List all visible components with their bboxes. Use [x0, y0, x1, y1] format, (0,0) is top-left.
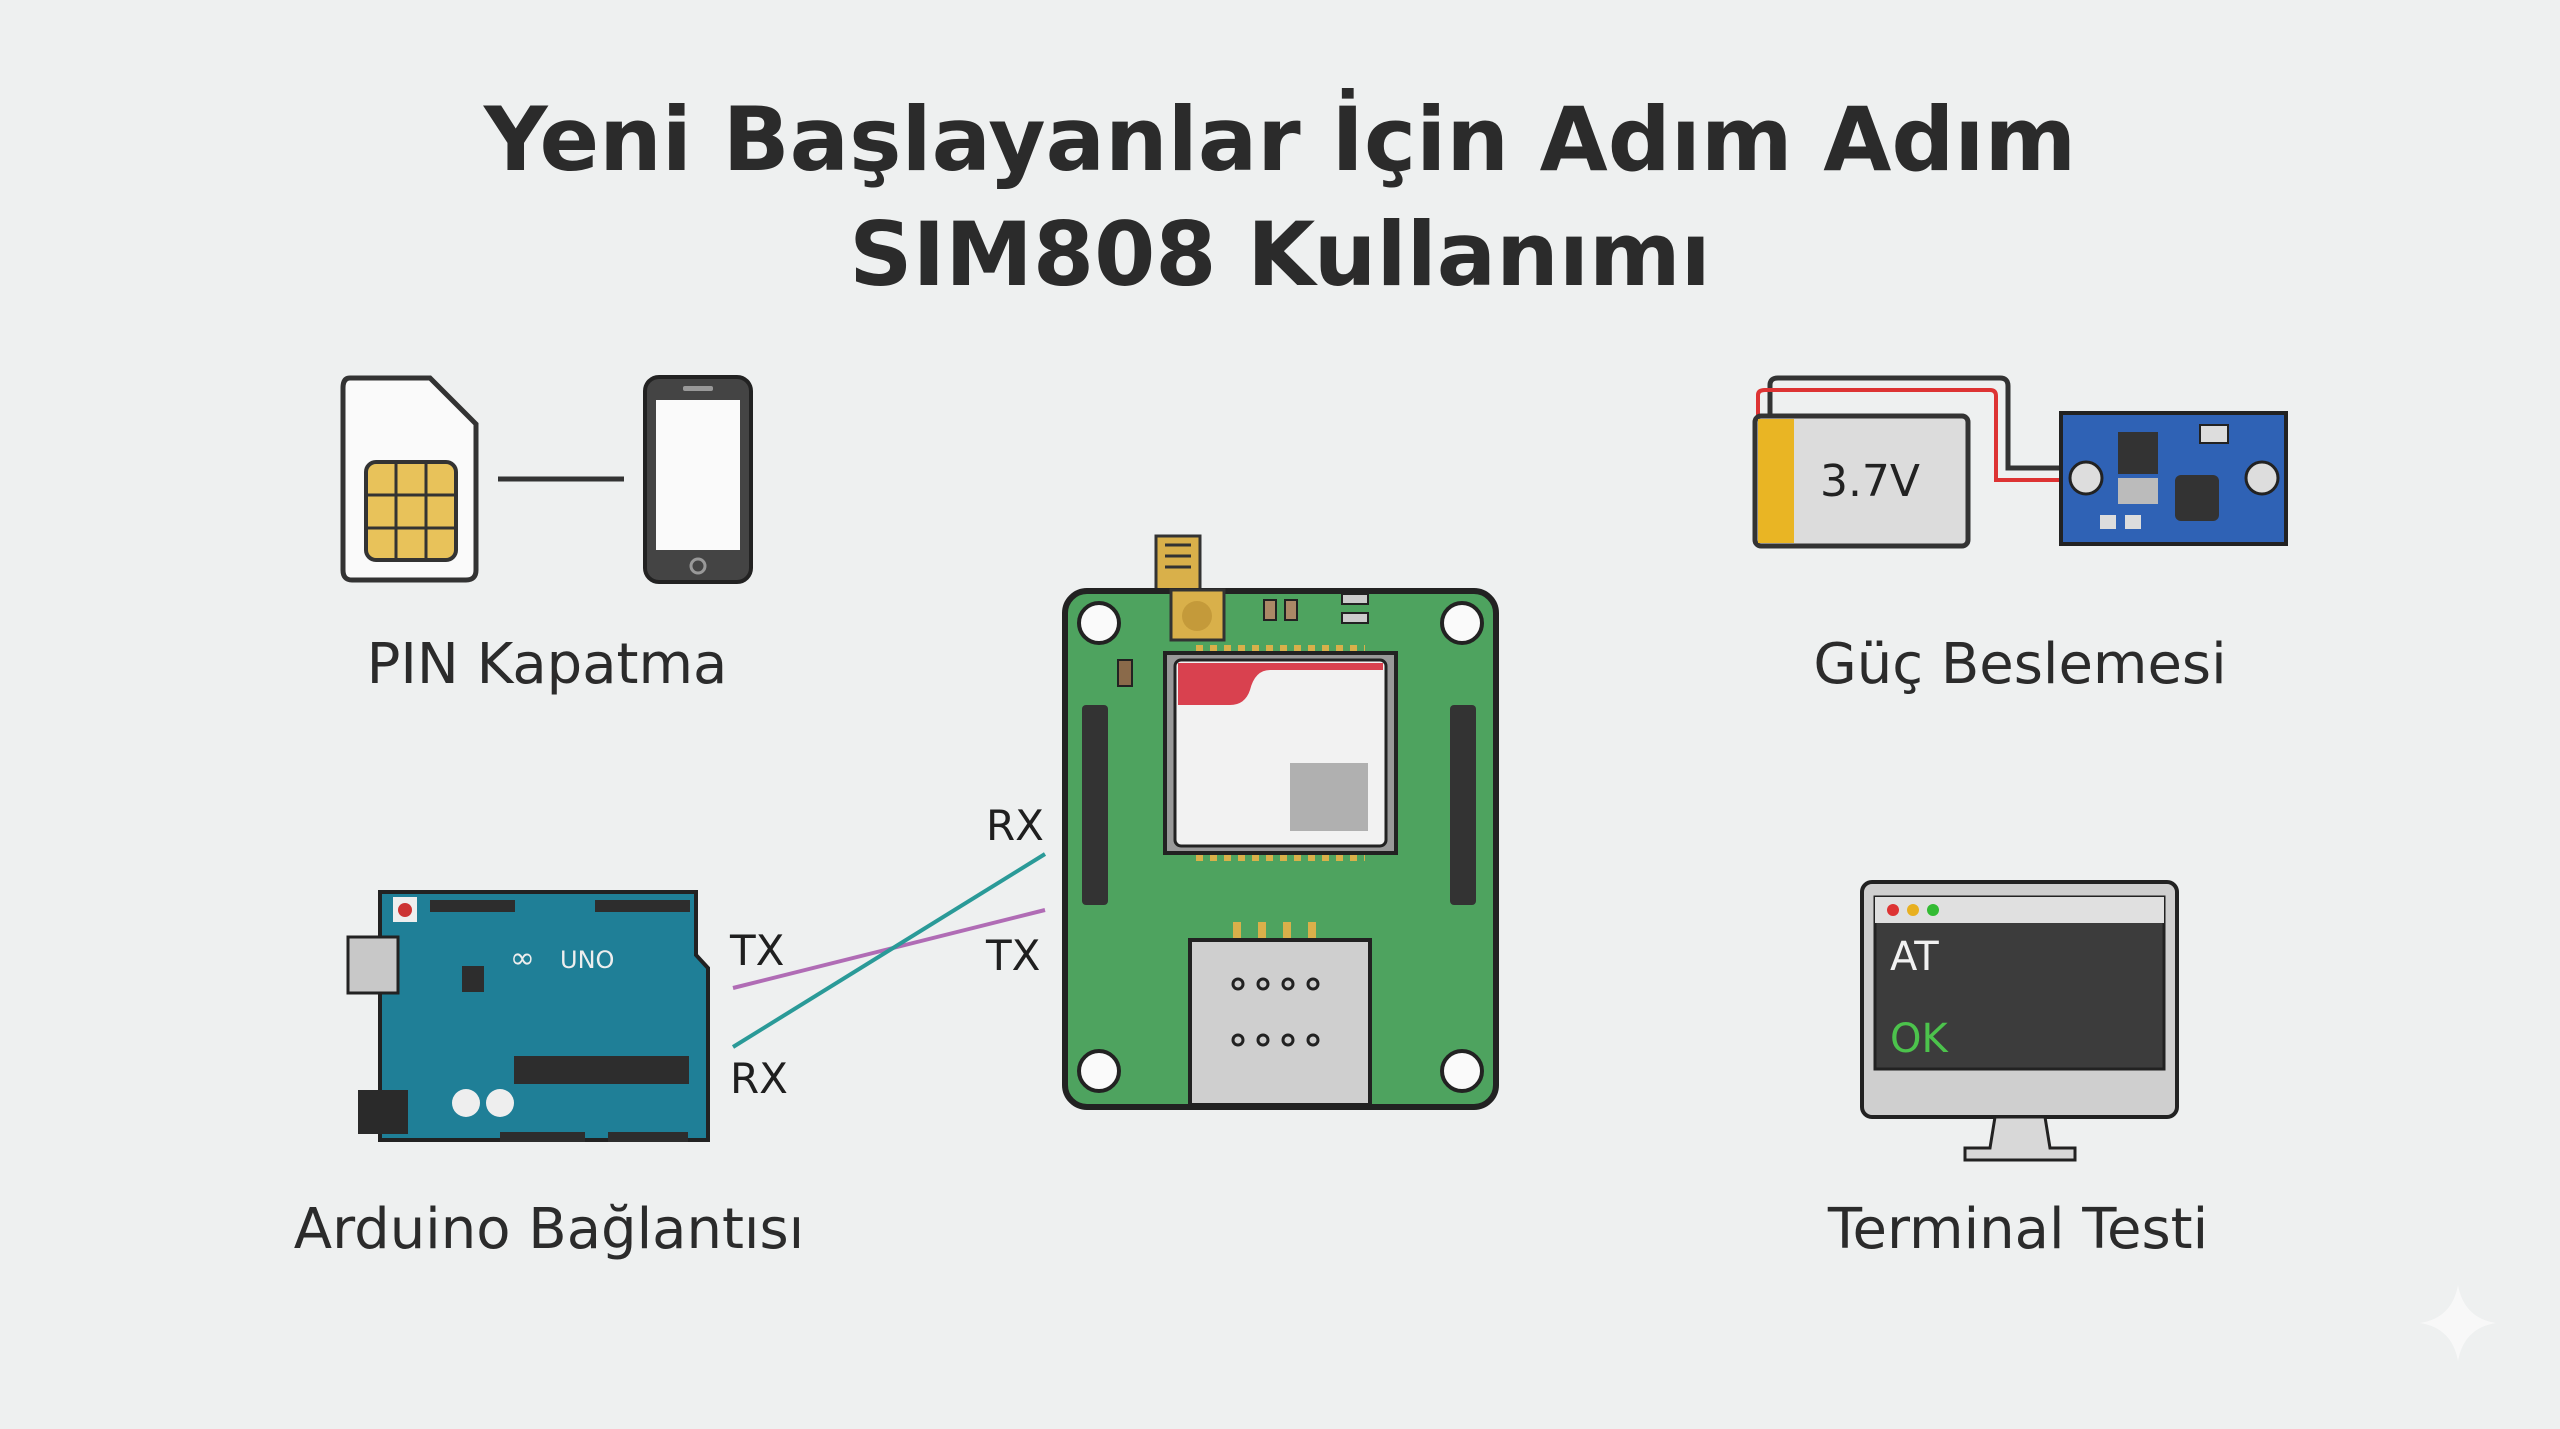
battery-voltage: 3.7V [1820, 456, 1920, 507]
arduino-tx-label: TX [729, 926, 784, 975]
phone-icon [643, 375, 753, 584]
terminal-response: OK [1890, 1016, 1949, 1062]
step-label-arduino: Arduino Bağlantısı [294, 1197, 804, 1262]
arduino-infinity-icon: ∞ [510, 941, 535, 976]
power-wires [1756, 375, 2080, 482]
module-tx-label: TX [985, 931, 1040, 980]
battery-icon: 3.7V [1752, 413, 1971, 549]
step-label-terminal: Terminal Testi [1827, 1197, 2208, 1262]
buck-converter-icon [2059, 411, 2288, 546]
monitor-icon: AT OK [1860, 880, 2179, 1162]
arduino-rx-label: RX [730, 1054, 788, 1103]
arduino-uno-board: UNO ∞ [346, 890, 710, 1142]
sim-card-icon [340, 375, 479, 583]
title-line-1: Yeni Başlayanlar İçin Adım Adım [483, 88, 2076, 191]
sparkle-icon [2420, 1285, 2496, 1361]
step-label-pin: PIN Kapatma [367, 632, 728, 697]
rx-wire [731, 852, 1047, 1049]
sim808-board [1062, 534, 1499, 1110]
terminal-command: AT [1890, 934, 1939, 980]
title-line-2: SIM808 Kullanımı [849, 203, 1711, 306]
arduino-uno-logo: UNO [560, 946, 614, 974]
step-label-power: Güç Beslemesi [1813, 632, 2226, 697]
module-rx-label: RX [986, 801, 1044, 850]
